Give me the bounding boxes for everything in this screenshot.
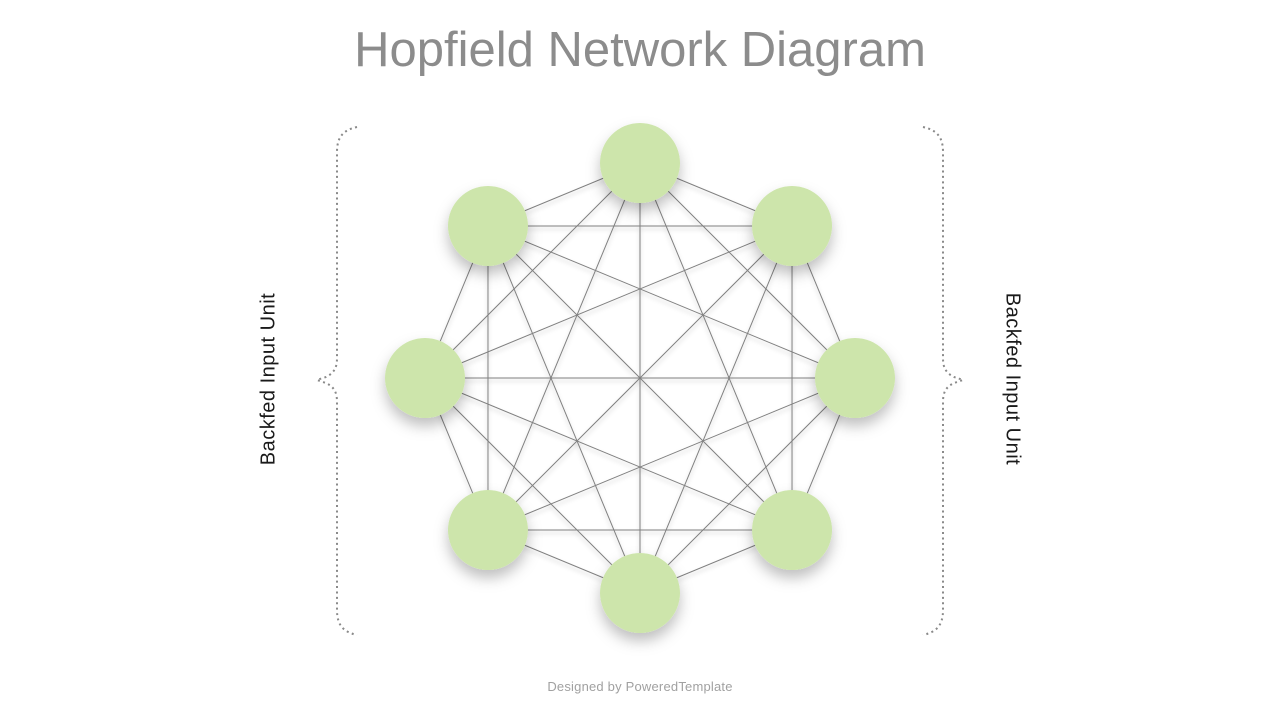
network-edge <box>639 225 793 594</box>
network-edge <box>487 225 793 531</box>
network-node <box>385 338 465 418</box>
network-edge <box>487 162 641 531</box>
network-nodes <box>385 123 895 633</box>
network-edge <box>487 377 856 531</box>
network-node <box>447 185 528 266</box>
network-edge <box>639 162 793 531</box>
network-edge <box>424 377 641 594</box>
right-brace <box>922 126 967 636</box>
network-node <box>600 123 680 203</box>
left-brace <box>313 126 358 636</box>
network-edge <box>424 225 793 379</box>
network-node <box>815 338 895 418</box>
network-node <box>752 185 833 266</box>
network-edge <box>424 377 793 531</box>
right-axis-label: Backfed Input Unit <box>1001 292 1024 466</box>
network-node <box>600 553 680 633</box>
network-edge <box>487 225 856 379</box>
network-edge <box>487 225 641 594</box>
footer-credit: Designed by PoweredTemplate <box>547 679 733 694</box>
network-node <box>752 490 833 571</box>
left-axis-label: Backfed Input Unit <box>257 292 280 466</box>
network-node <box>447 490 528 571</box>
page-title: Hopfield Network Diagram <box>354 23 926 77</box>
network-edges <box>424 162 856 594</box>
